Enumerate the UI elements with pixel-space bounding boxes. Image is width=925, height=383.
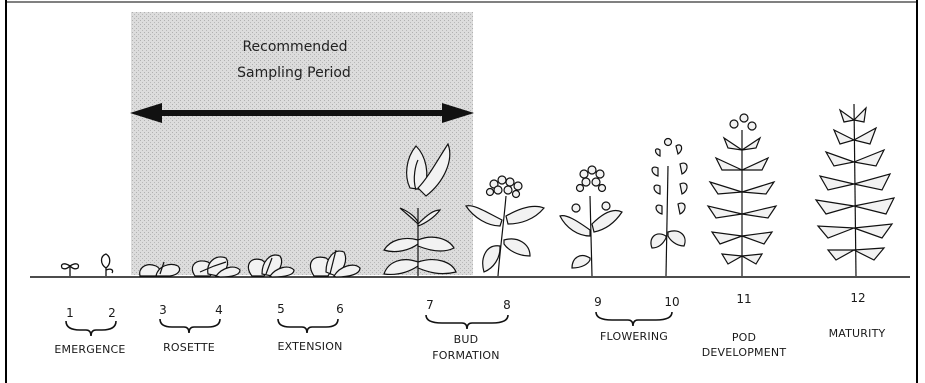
stage-number-7: 7 xyxy=(426,298,434,312)
plant-icon xyxy=(560,166,622,276)
plant-icon xyxy=(651,139,687,277)
stage-number-11: 11 xyxy=(736,292,751,306)
stage-number-10: 10 xyxy=(664,295,679,309)
stage-number-2: 2 xyxy=(108,306,116,320)
stage-label-bud-line1: BUD xyxy=(454,333,479,346)
sampling-title-line2: Sampling Period xyxy=(237,65,351,81)
brace-flowering xyxy=(596,312,672,326)
brace-emergence xyxy=(66,321,116,336)
stage-number-9: 9 xyxy=(594,295,602,309)
plant-icon xyxy=(708,114,776,276)
stage-number-1: 1 xyxy=(66,306,74,320)
plant-icon xyxy=(102,254,113,276)
plant-icon xyxy=(61,264,78,276)
plant-icon xyxy=(816,104,894,276)
stage-number-8: 8 xyxy=(503,298,511,312)
stage-number-6: 6 xyxy=(336,302,344,316)
stage-label-rosette: ROSETTE xyxy=(163,341,215,354)
brace-rosette xyxy=(160,319,220,333)
stage-label-emergence: EMERGENCE xyxy=(54,343,125,356)
brace-extension xyxy=(278,319,338,333)
stage-label-bud-line2: FORMATION xyxy=(432,349,499,362)
stage-braces xyxy=(66,312,672,336)
stage-label-pod-line2: DEVELOPMENT xyxy=(702,346,787,359)
stage-label-extension: EXTENSION xyxy=(277,340,342,353)
stage-label-maturity: MATURITY xyxy=(829,327,886,340)
brace-bud-formation xyxy=(426,315,508,329)
stage-number-5: 5 xyxy=(277,302,285,316)
stage-number-4: 4 xyxy=(215,303,223,317)
stage-number-3: 3 xyxy=(159,303,167,317)
stage-label-flowering: FLOWERING xyxy=(600,330,668,343)
sampling-title-line1: Recommended xyxy=(242,39,347,55)
stage-number-12: 12 xyxy=(850,291,865,305)
plant-icon xyxy=(466,176,544,276)
stage-label-pod-line1: POD xyxy=(732,331,756,344)
